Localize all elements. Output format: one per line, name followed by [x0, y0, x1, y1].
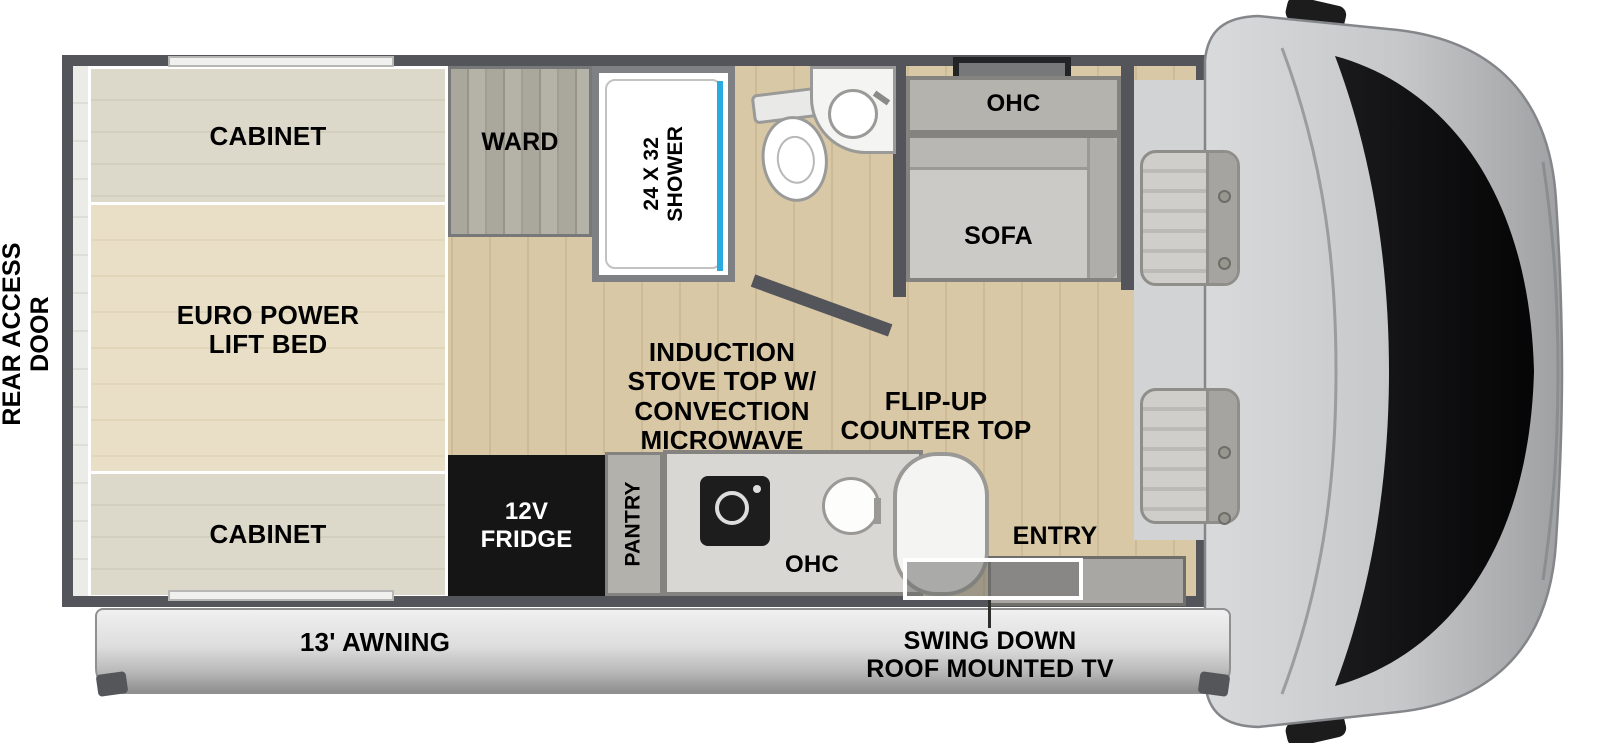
awning-arm-left	[95, 671, 129, 697]
burner-ring-icon	[715, 491, 749, 525]
swing-down-tv	[903, 558, 1083, 600]
sofa-label: SOFA	[964, 222, 1033, 250]
induction-stove-label: INDUCTION STOVE TOP W/ CONVECTION MICROW…	[627, 337, 817, 456]
stove-icon	[700, 476, 770, 546]
windshield	[1335, 56, 1534, 686]
kitchen-sink-icon	[822, 477, 880, 535]
bed-label: EURO POWER LIFT BED	[176, 300, 360, 360]
sofa-backrest	[910, 138, 1117, 170]
overhead-cabinet-sofa-label: OHC	[986, 90, 1041, 117]
wardrobe-label: WARD	[481, 128, 559, 156]
seat-swivel-knob	[1218, 446, 1231, 459]
fridge-12v: 12V FRIDGE	[448, 455, 605, 596]
awning-arm-right	[1197, 671, 1231, 697]
cabinet-bottom	[91, 471, 445, 595]
sofa-armrest	[1087, 138, 1117, 278]
bath-sink-basin	[828, 89, 878, 139]
front-bumper-line	[1541, 161, 1560, 581]
hood-cowl-line	[1280, 47, 1338, 695]
burner-dot-icon	[753, 485, 761, 493]
overhead-cabinet-sofa	[906, 76, 1121, 134]
sofa	[906, 134, 1121, 282]
cab-seat-passenger	[1140, 150, 1240, 286]
shower-label: 24 X 32 SHOWER	[639, 126, 687, 222]
seat-swivel-knob	[1218, 190, 1231, 203]
window-bottom	[168, 590, 394, 601]
seat-swivel-knob	[1218, 257, 1231, 270]
fridge-label: 12V FRIDGE	[480, 498, 573, 553]
bathroom-wall	[893, 57, 906, 297]
tv-callout-line	[988, 600, 991, 628]
cabinet-top	[91, 69, 445, 205]
awning-label: 13' AWNING	[299, 627, 451, 657]
van-cab	[1203, 0, 1564, 743]
euro-power-lift-bed	[91, 205, 445, 471]
wardrobe	[448, 66, 592, 237]
pantry-label: PANTRY	[622, 481, 646, 567]
pantry: PANTRY	[605, 452, 663, 596]
tv-label: SWING DOWN ROOF MOUNTED TV	[866, 627, 1114, 684]
cabinet-bottom-label: CABINET	[209, 519, 327, 549]
shower: 24 X 32 SHOWER	[592, 66, 735, 282]
sofa-wall	[1121, 57, 1134, 290]
shower-glass	[717, 81, 723, 271]
kitchen-faucet-icon	[874, 498, 881, 524]
cabinet-top-label: CABINET	[209, 121, 327, 151]
rear-access-door-text: REAR ACCESS DOOR	[0, 242, 54, 426]
window-top	[168, 56, 394, 67]
flip-up-counter-label: FLIP-UP COUNTER TOP	[840, 386, 1032, 446]
overhead-cabinet-kitchen-label: OHC	[785, 551, 839, 578]
seat-swivel-knob	[1218, 512, 1231, 525]
awning	[95, 608, 1231, 694]
entry-label: ENTRY	[1012, 522, 1098, 550]
rear-access-door-label: REAR ACCESS DOOR	[0, 227, 55, 441]
